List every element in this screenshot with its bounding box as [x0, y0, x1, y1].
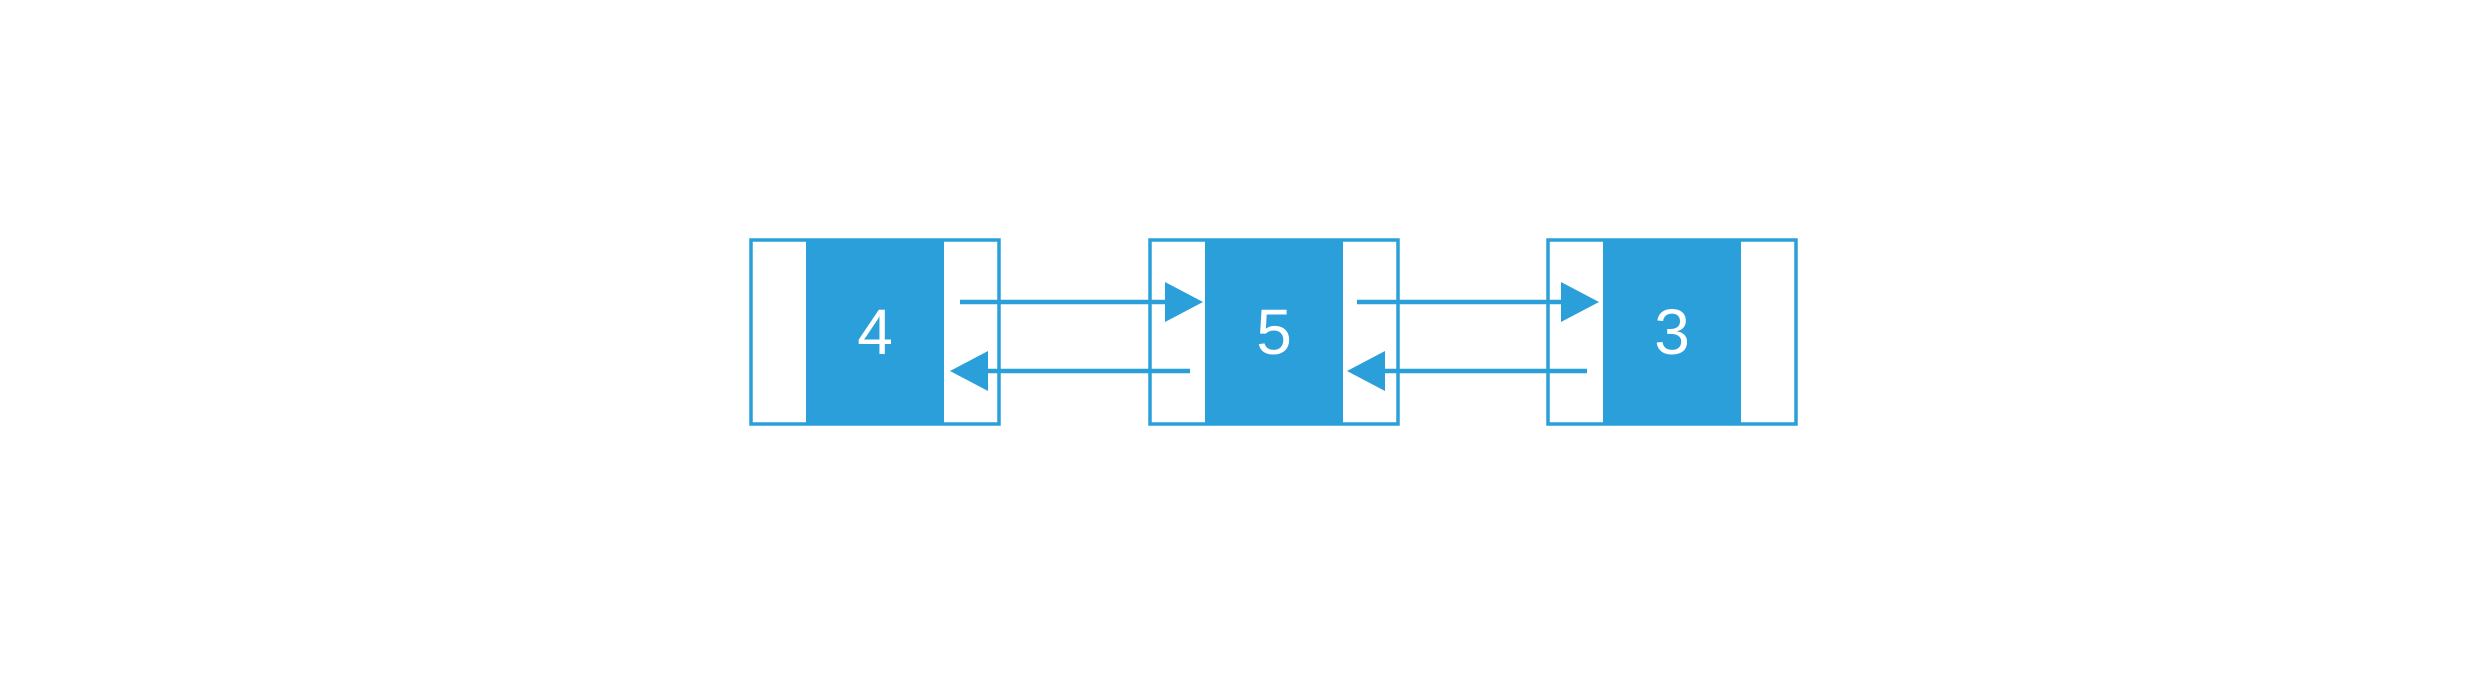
arrow-head — [950, 351, 988, 391]
node-value: 3 — [1654, 296, 1690, 368]
next-pointer-cell — [944, 242, 997, 422]
next-pointer-arrow-2-to-3 — [1357, 282, 1599, 322]
arrow-head — [1561, 282, 1599, 322]
next-pointer-cell — [1343, 242, 1396, 422]
list-node-3: 3 — [1546, 238, 1798, 426]
prev-pointer-cell — [753, 242, 806, 422]
prev-pointer-cell — [1152, 242, 1205, 422]
next-pointer-cell — [1741, 242, 1794, 422]
arrow-head — [1347, 351, 1385, 391]
data-cell — [806, 240, 944, 424]
prev-pointer-cell — [1550, 242, 1603, 422]
next-pointer-arrow-1-to-2 — [960, 282, 1203, 322]
list-node-2: 5 — [1148, 238, 1400, 426]
node-value: 4 — [857, 296, 893, 368]
prev-pointer-arrow-3-to-2 — [1347, 351, 1587, 391]
data-cell — [1603, 240, 1741, 424]
list-node-1: 4 — [749, 238, 1001, 426]
prev-pointer-arrow-2-to-1 — [950, 351, 1190, 391]
data-cell — [1205, 240, 1343, 424]
arrow-head — [1165, 282, 1203, 322]
node-value: 5 — [1256, 296, 1292, 368]
